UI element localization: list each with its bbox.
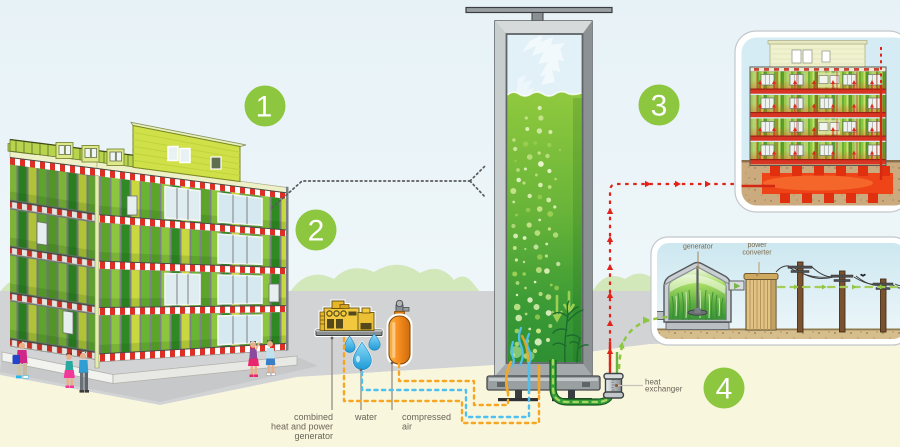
svg-text:water: water: [354, 412, 377, 422]
svg-text:compressed: compressed: [402, 412, 451, 422]
svg-text:converter: converter: [742, 250, 772, 257]
svg-text:2: 2: [308, 215, 325, 248]
svg-text:exchanger: exchanger: [645, 385, 683, 394]
svg-text:4: 4: [716, 373, 733, 406]
svg-text:heat: heat: [645, 378, 661, 387]
svg-text:3: 3: [651, 90, 668, 123]
svg-text:1: 1: [256, 91, 273, 124]
svg-text:power: power: [747, 242, 767, 249]
svg-text:heat and power: heat and power: [271, 422, 333, 432]
svg-text:generator: generator: [294, 431, 333, 441]
svg-text:air: air: [402, 422, 412, 432]
svg-text:combined: combined: [294, 412, 333, 422]
svg-text:generator: generator: [683, 244, 714, 251]
